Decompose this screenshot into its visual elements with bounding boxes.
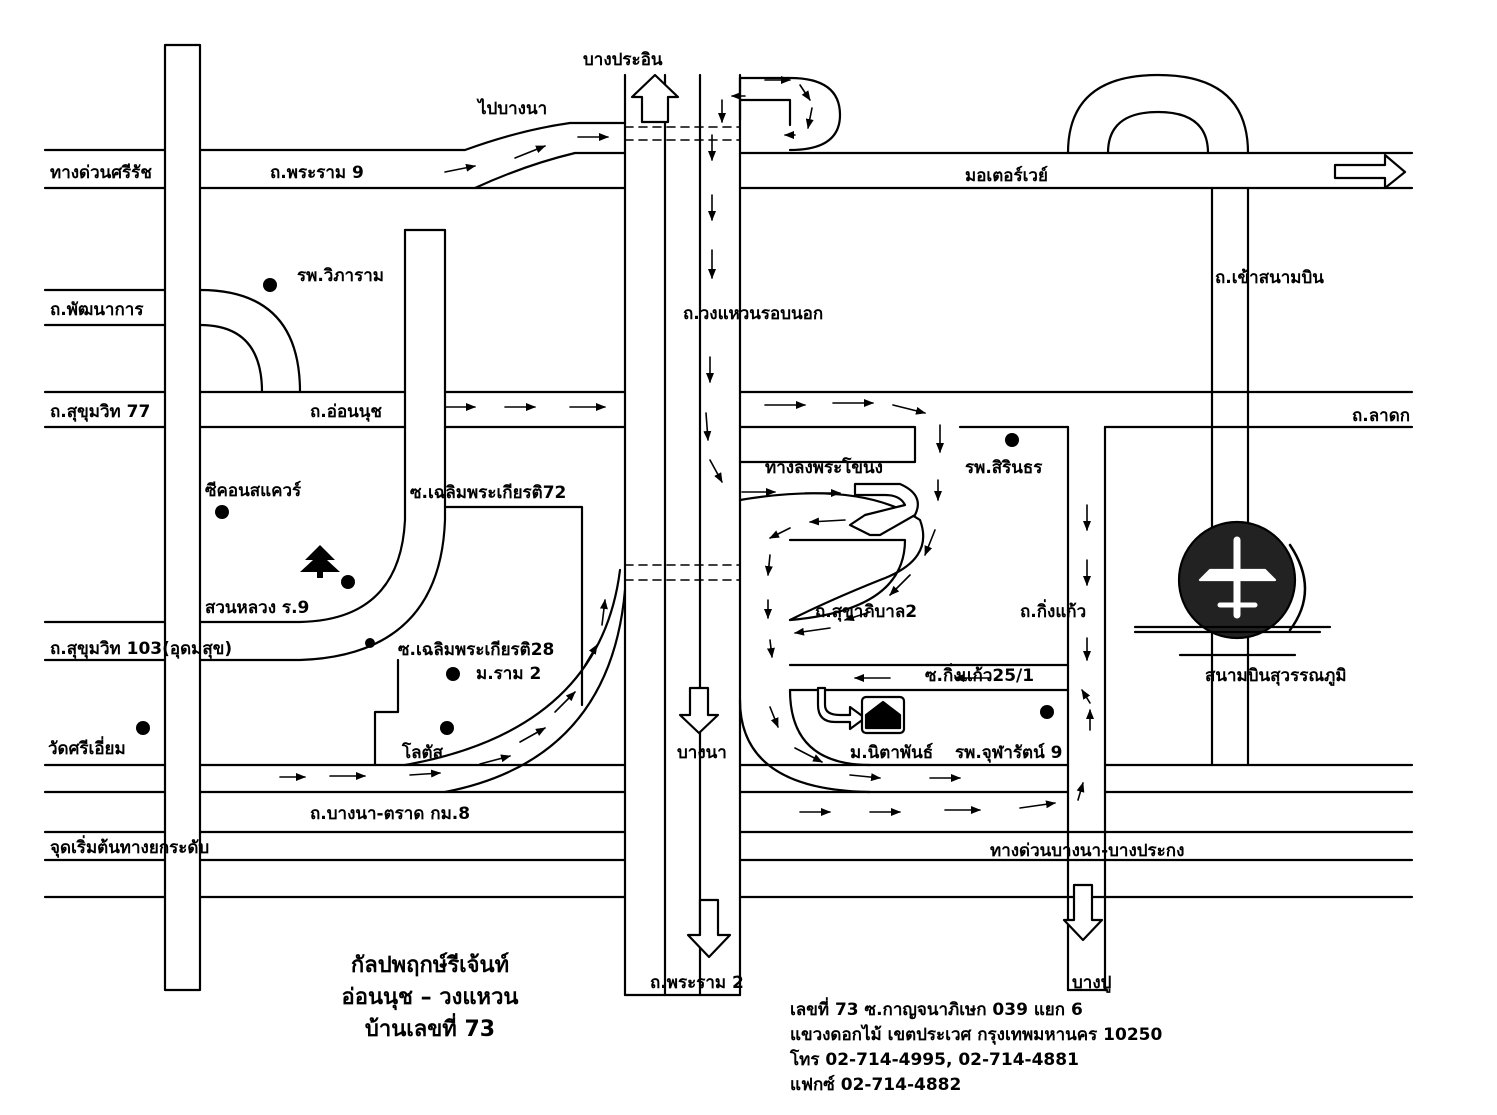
road-overpass-dashes xyxy=(624,126,741,581)
road-village-wall xyxy=(373,658,400,767)
address-line-2: แขวงดอกไม้ เขตประเวศ กรุงเทพมหานคร 10250 xyxy=(790,1025,1163,1045)
road-left-vertical xyxy=(163,43,202,992)
route-arrows xyxy=(279,76,1094,816)
landmark-dots xyxy=(136,278,1054,735)
arrow-village-turn xyxy=(816,686,867,731)
address-line-1: เลขที่ 73 ซ.กาญจนาภิเษก 039 แยก 6 xyxy=(790,1000,1083,1020)
road-king-kaeo-25-1 xyxy=(788,663,1070,692)
label-chaloem72: ซ.เฉลิมพระเกียรติ72 xyxy=(410,483,567,503)
airport-icon xyxy=(1133,520,1332,657)
arrow-motorway xyxy=(1333,153,1407,190)
landmark-dot-suan-luang xyxy=(341,575,355,589)
road-outer-ring xyxy=(623,73,742,997)
label-ram2-village: ม.ราม 2 xyxy=(476,664,542,684)
address-block: เลขที่ 73 ซ.กาญจนาภิเษก 039 แยก 6 แขวงดอ… xyxy=(790,998,1162,1098)
label-si-rat-expressway: ทางด่วนศรีรัช xyxy=(50,163,152,183)
label-phatthanakan: ถ.พัฒนาการ xyxy=(50,300,144,320)
label-bang-pu: บางปู xyxy=(1072,973,1112,993)
label-airport-access: ถ.เข้าสนามบิน xyxy=(1215,268,1324,288)
landmark-dot-sirindhorn xyxy=(1005,433,1019,447)
arrow-phra-khanong-ramp xyxy=(848,482,919,537)
label-lotus: โลตัส xyxy=(402,743,443,763)
road-top-loop xyxy=(738,76,842,152)
landmark-dot-chularat xyxy=(1040,705,1054,719)
road-sukhumvit103 xyxy=(43,425,447,662)
label-bangna-expressway: ทางด่วนบางนา-บางประกง xyxy=(990,841,1185,861)
arrow-to-rama2 xyxy=(686,898,732,959)
road-phatthanakan xyxy=(43,288,167,327)
road-airport-access xyxy=(1210,186,1250,767)
address-fax: แฟกซ์ 02-714-4882 xyxy=(790,1075,962,1095)
label-rama2: ถ.พระราม 2 xyxy=(650,973,744,993)
landmark-dot-wat xyxy=(136,721,150,735)
label-sukhumvit103: ถ.สุขุมวิท 103(อุดมสุข) xyxy=(50,639,233,659)
road-sukhumvit77-on-nut xyxy=(43,390,1414,464)
road-chaloem72 xyxy=(443,505,584,707)
title-line-3: บ้านเลขที่ 73 xyxy=(364,1017,496,1042)
road-rama9 xyxy=(43,121,1414,190)
label-motorway: มอเตอร์เวย์ xyxy=(965,166,1048,186)
road-phatthanakan-curve xyxy=(198,288,302,394)
arrow-to-bang-pa-in xyxy=(630,73,680,124)
label-suvarnabhumi: สนามบินสุวรรณภูมิ xyxy=(1205,666,1347,686)
title-line-2: อ่อนนุช – วงแหวน xyxy=(341,985,519,1010)
label-on-nut: ถ.อ่อนนุช xyxy=(310,402,382,422)
road-chaloem-vertical xyxy=(403,228,447,429)
address-phone: โทร 02-714-4995, 02-714-4881 xyxy=(790,1050,1079,1070)
road-bangna-trat xyxy=(43,763,1414,899)
landmark-dot-ram2 xyxy=(446,667,460,681)
landmark-dot-seacon xyxy=(215,505,229,519)
label-wat-si-iam: วัดศรีเอี่ยม xyxy=(48,739,126,759)
label-seacon-square: ซีคอนสแควร์ xyxy=(205,481,302,501)
landmark-dot-lotus xyxy=(440,721,454,735)
label-bangna: บางนา xyxy=(677,743,727,763)
road-left-flyover xyxy=(403,568,627,794)
road-motorway-loop xyxy=(1066,73,1250,155)
label-to-bangna: ไปบางนา xyxy=(478,99,548,119)
label-suan-luang: สวนหลวง ร.9 xyxy=(205,598,310,618)
landmark-dot-vibharam xyxy=(263,278,277,292)
landmark-dot-chaloem28 xyxy=(365,638,375,648)
label-sirindhorn-hospital: รพ.สิรินธร xyxy=(965,458,1043,478)
title-line-1: กัลปพฤกษ์รีเจ้นท์ xyxy=(350,953,510,978)
label-chaloem28: ซ.เฉลิมพระเกียรติ28 xyxy=(398,640,555,660)
label-phra-khanong-exit: ทางลงพระโขนง xyxy=(765,458,883,478)
label-elevated-start: จุดเริ่มต้นทางยกระดับ xyxy=(50,838,210,858)
label-king-kaeo: ถ.กิ่งแก้ว xyxy=(1020,602,1087,622)
label-sukhaphiban2: ถ.สุขาภิบาล2 xyxy=(815,602,918,622)
house-icon xyxy=(860,695,906,735)
label-bang-pa-in: บางประอิน xyxy=(583,50,663,70)
arrow-to-bang-pu xyxy=(1062,883,1104,942)
label-bangna-trat: ถ.บางนา-ตราด กม.8 xyxy=(310,804,471,824)
label-rama9: ถ.พระราม 9 xyxy=(270,163,364,183)
label-lat-krabang: ถ.ลาดก xyxy=(1352,406,1411,426)
map-title: กัลปพฤกษ์รีเจ้นท์ อ่อนนุช – วงแหวน บ้านเ… xyxy=(300,950,560,1046)
label-outer-ring: ถ.วงแหวนรอบนอก xyxy=(683,304,824,324)
tree-icon xyxy=(300,545,340,578)
road-king-kaeo xyxy=(1066,425,1107,992)
label-chularat9-hospital: รพ.จุฬารัตน์ 9 xyxy=(955,743,1063,763)
label-sukhumvit77: ถ.สุขุมวิท 77 xyxy=(50,402,151,422)
arrow-to-bangna xyxy=(678,686,720,735)
label-vibharam-hospital: รพ.วิภาราม xyxy=(297,266,384,286)
label-king-kaeo-25-1: ซ.กิ่งแก้ว25/1 xyxy=(925,666,1035,686)
label-nitaphan-village: ม.นิตาพันธ์ xyxy=(850,743,934,763)
